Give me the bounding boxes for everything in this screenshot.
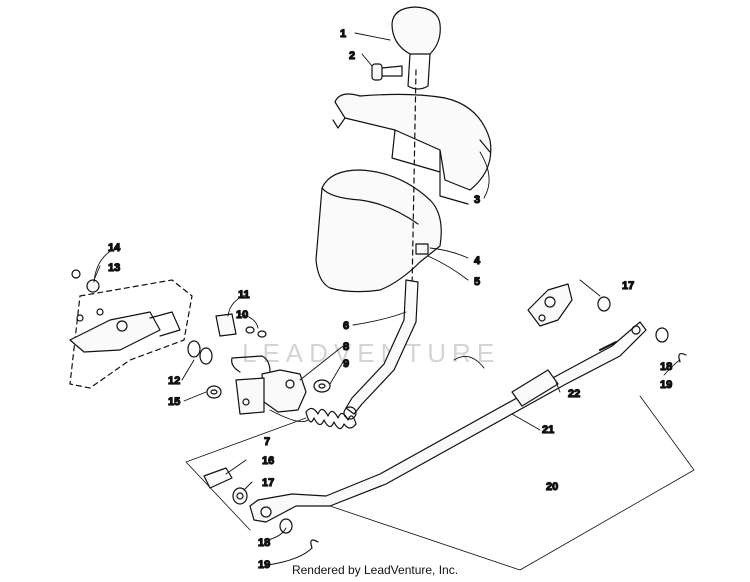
o-ring-part — [187, 340, 213, 365]
shift-lever-part — [343, 279, 419, 420]
callout-10: 10 — [236, 309, 248, 321]
callout-9: 9 — [343, 358, 349, 370]
callout-14: 14 — [108, 242, 121, 254]
callout-5: 5 — [474, 276, 480, 288]
callout-4: 4 — [474, 255, 481, 267]
watermark: LEADVENTURE — [242, 338, 501, 368]
linkage-end-part — [527, 283, 687, 363]
shift-axis-line — [411, 69, 417, 291]
callout-1: 1 — [340, 28, 346, 40]
callout-15: 15 — [168, 396, 180, 408]
callout-20: 20 — [546, 481, 558, 493]
frame-bracket-part — [69, 269, 193, 389]
callout-17-lower: 17 — [262, 477, 274, 489]
callout-13: 13 — [108, 262, 120, 274]
rod-sleeve-part — [511, 341, 617, 407]
shift-boot-upper-part — [332, 93, 492, 205]
rendered-by-footer: Rendered by LeadVenture, Inc. — [291, 563, 459, 577]
callout-12: 12 — [168, 375, 180, 387]
callout-17-upper: 17 — [622, 280, 634, 292]
bushing-17-part — [232, 487, 248, 505]
reference-outline — [185, 395, 695, 571]
callout-3: 3 — [474, 194, 480, 206]
shift-knob-part — [391, 6, 441, 90]
callout-6: 6 — [343, 320, 349, 332]
spring-part — [305, 407, 357, 430]
callout-7: 7 — [264, 436, 270, 448]
washer-part — [313, 379, 331, 393]
screw-part — [371, 63, 403, 81]
callout-19-lower: 19 — [258, 559, 270, 571]
callout-18-upper: 18 — [660, 361, 672, 373]
stud-part — [203, 467, 233, 489]
callout-18-lower: 18 — [258, 537, 270, 549]
shift-rod-part — [249, 321, 647, 523]
bushing-part — [415, 243, 429, 255]
shift-shroud-part — [315, 169, 442, 293]
callout-16: 16 — [262, 455, 274, 467]
callout-22: 22 — [568, 388, 580, 400]
callout-21: 21 — [542, 424, 554, 436]
leader-lines — [93, 32, 681, 566]
callout-8: 8 — [343, 341, 349, 353]
callout-19-upper: 19 — [660, 379, 672, 391]
callout-11: 11 — [238, 289, 250, 301]
pin-part — [215, 313, 267, 338]
callout-2: 2 — [349, 50, 355, 62]
clip-part — [279, 518, 319, 549]
shift-bracket-part — [231, 355, 307, 415]
washer-15-part — [206, 385, 222, 399]
